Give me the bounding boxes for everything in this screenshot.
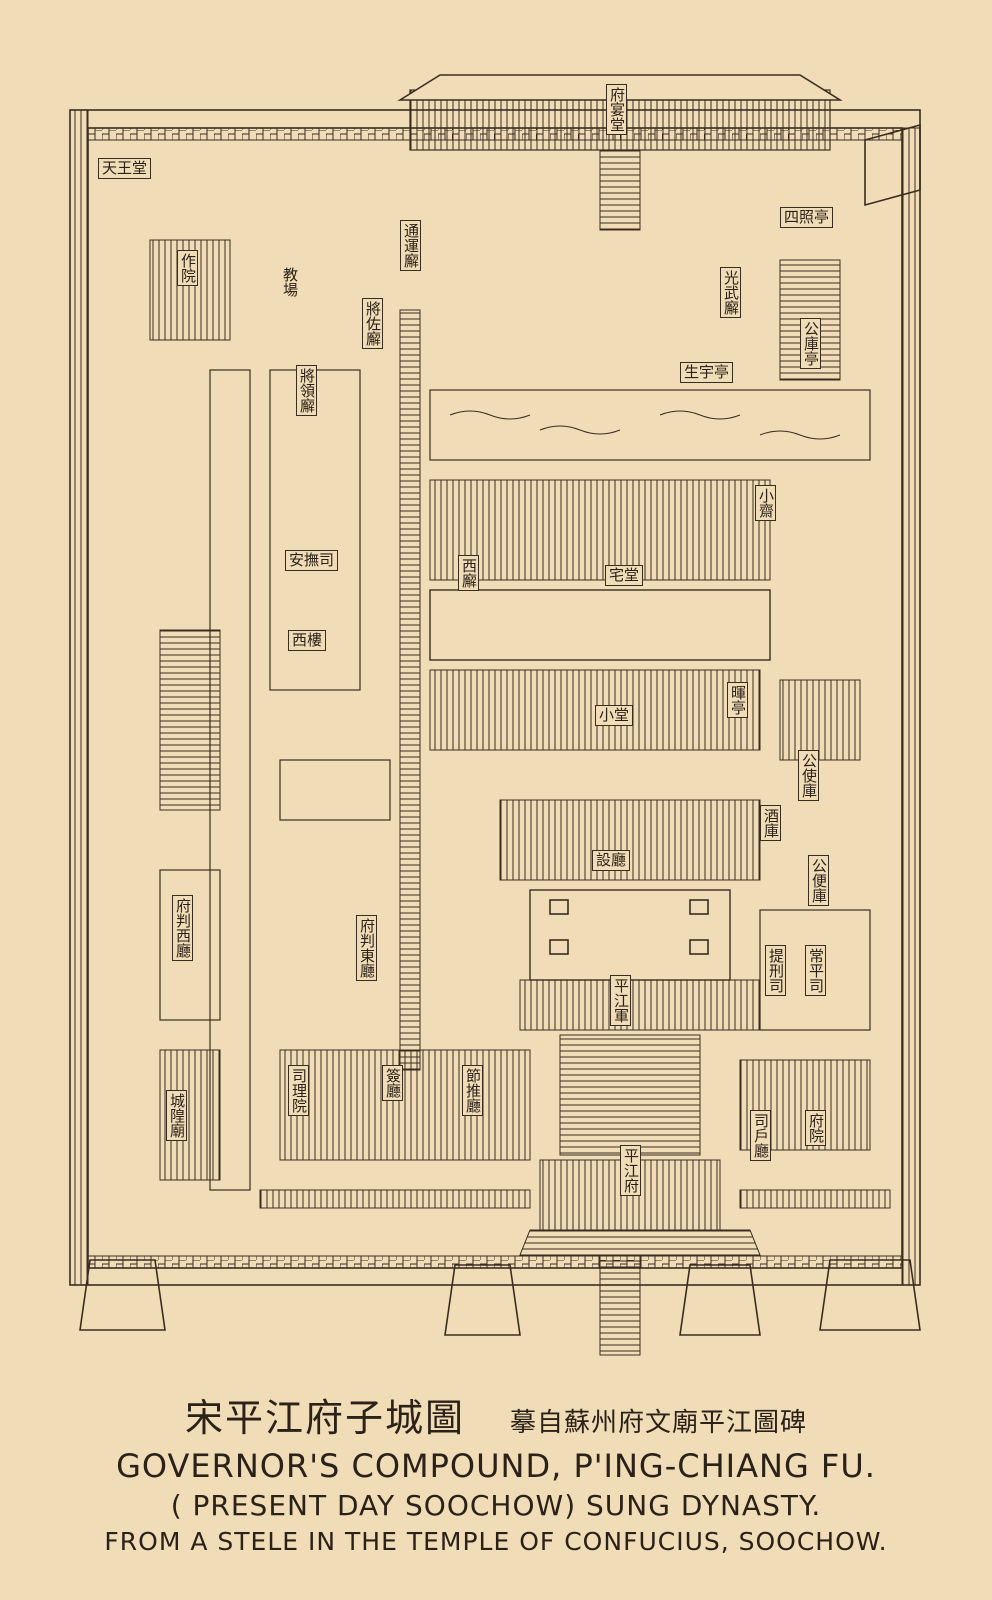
label-anfu-office: 安撫司 (285, 550, 339, 571)
label-qian-hall: 簽廳 (382, 1065, 403, 1101)
label-changping-office: 常平司 (805, 945, 826, 996)
label-city-god-temple: 城隍廟 (166, 1090, 187, 1141)
label-drill-ground: 教場 (281, 267, 299, 297)
label-jietui-hall: 節推廳 (462, 1065, 483, 1116)
label-jiangzuo-office: 將佐廨 (362, 298, 383, 349)
map-drawing (69, 74, 921, 1356)
english-source: FROM A STELE IN THE TEMPLE OF CONFUCIUS,… (104, 1527, 888, 1556)
chinese-caption: 宋平江府子城圖 摹自蘇州府文廟平江圖碑 (0, 1395, 992, 1441)
label-hui-pavilion: 暉亭 (727, 682, 748, 718)
corner-tower-ne (864, 123, 921, 207)
label-xingfa-office: 提刑司 (765, 945, 786, 996)
label-west-judge-hall: 府判西廳 (172, 895, 193, 961)
label-fuyan-hall: 府宴堂 (606, 84, 627, 135)
english-subtitle: ( PRESENT DAY SOOCHOW) SUNG DYNASTY. (170, 1489, 822, 1522)
label-gongbian-treasury: 公便庫 (808, 855, 829, 906)
label-gongku-pavilion: 公庫亭 (800, 318, 821, 369)
courtyard (529, 889, 731, 981)
label-east-judge-hall: 府判東廳 (356, 915, 377, 981)
label-pingjiang-prefecture: 平江府 (620, 1145, 641, 1196)
pond (429, 389, 871, 461)
chinese-title: 宋平江府子城圖 (184, 1396, 465, 1440)
label-residence-hall: 宅堂 (605, 565, 644, 586)
compound-map: 天王堂 府宴堂 四照亭 作院 教場 通運廨 將佐廨 光武廨 生宇亭 公庫亭 西廨… (60, 70, 940, 1390)
label-pingjiang-army: 平江軍 (610, 975, 631, 1026)
label-tongyun-office: 通運廨 (400, 220, 421, 271)
label-wine-store: 酒庫 (760, 805, 781, 841)
label-sizhao-pavilion: 四照亭 (780, 207, 834, 228)
label-workshop: 作院 (177, 250, 198, 286)
label-fu-court: 府院 (805, 1110, 826, 1146)
label-sili-court: 司理院 (288, 1065, 309, 1116)
caption: 宋平江府子城圖 摹自蘇州府文廟平江圖碑 GOVERNOR'S COMPOUND,… (0, 1395, 992, 1559)
english-title: GOVERNOR'S COMPOUND, P'ING-CHIANG FU. (116, 1447, 876, 1485)
label-west-tower: 西樓 (288, 630, 327, 651)
corner-tower-sw (79, 1259, 166, 1331)
label-tianwang-hall: 天王堂 (98, 158, 152, 179)
label-gongshi-treasury: 公使庫 (798, 750, 819, 801)
residence-hall (429, 479, 771, 581)
label-small-hall: 小堂 (595, 705, 634, 726)
label-guangwu-office: 光武廨 (720, 267, 741, 318)
label-jiangling-office: 將領廨 (296, 365, 317, 416)
label-small-study: 小齋 (755, 485, 776, 521)
label-main-hall: 設廳 (592, 850, 631, 871)
label-shengyu-pavilion: 生宇亭 (680, 362, 734, 383)
label-sihu-hall: 司戶廳 (750, 1110, 771, 1161)
corner-tower-se (819, 1259, 921, 1331)
label-west-office: 西廨 (458, 555, 479, 591)
chinese-subtitle: 摹自蘇州府文廟平江圖碑 (510, 1408, 808, 1438)
